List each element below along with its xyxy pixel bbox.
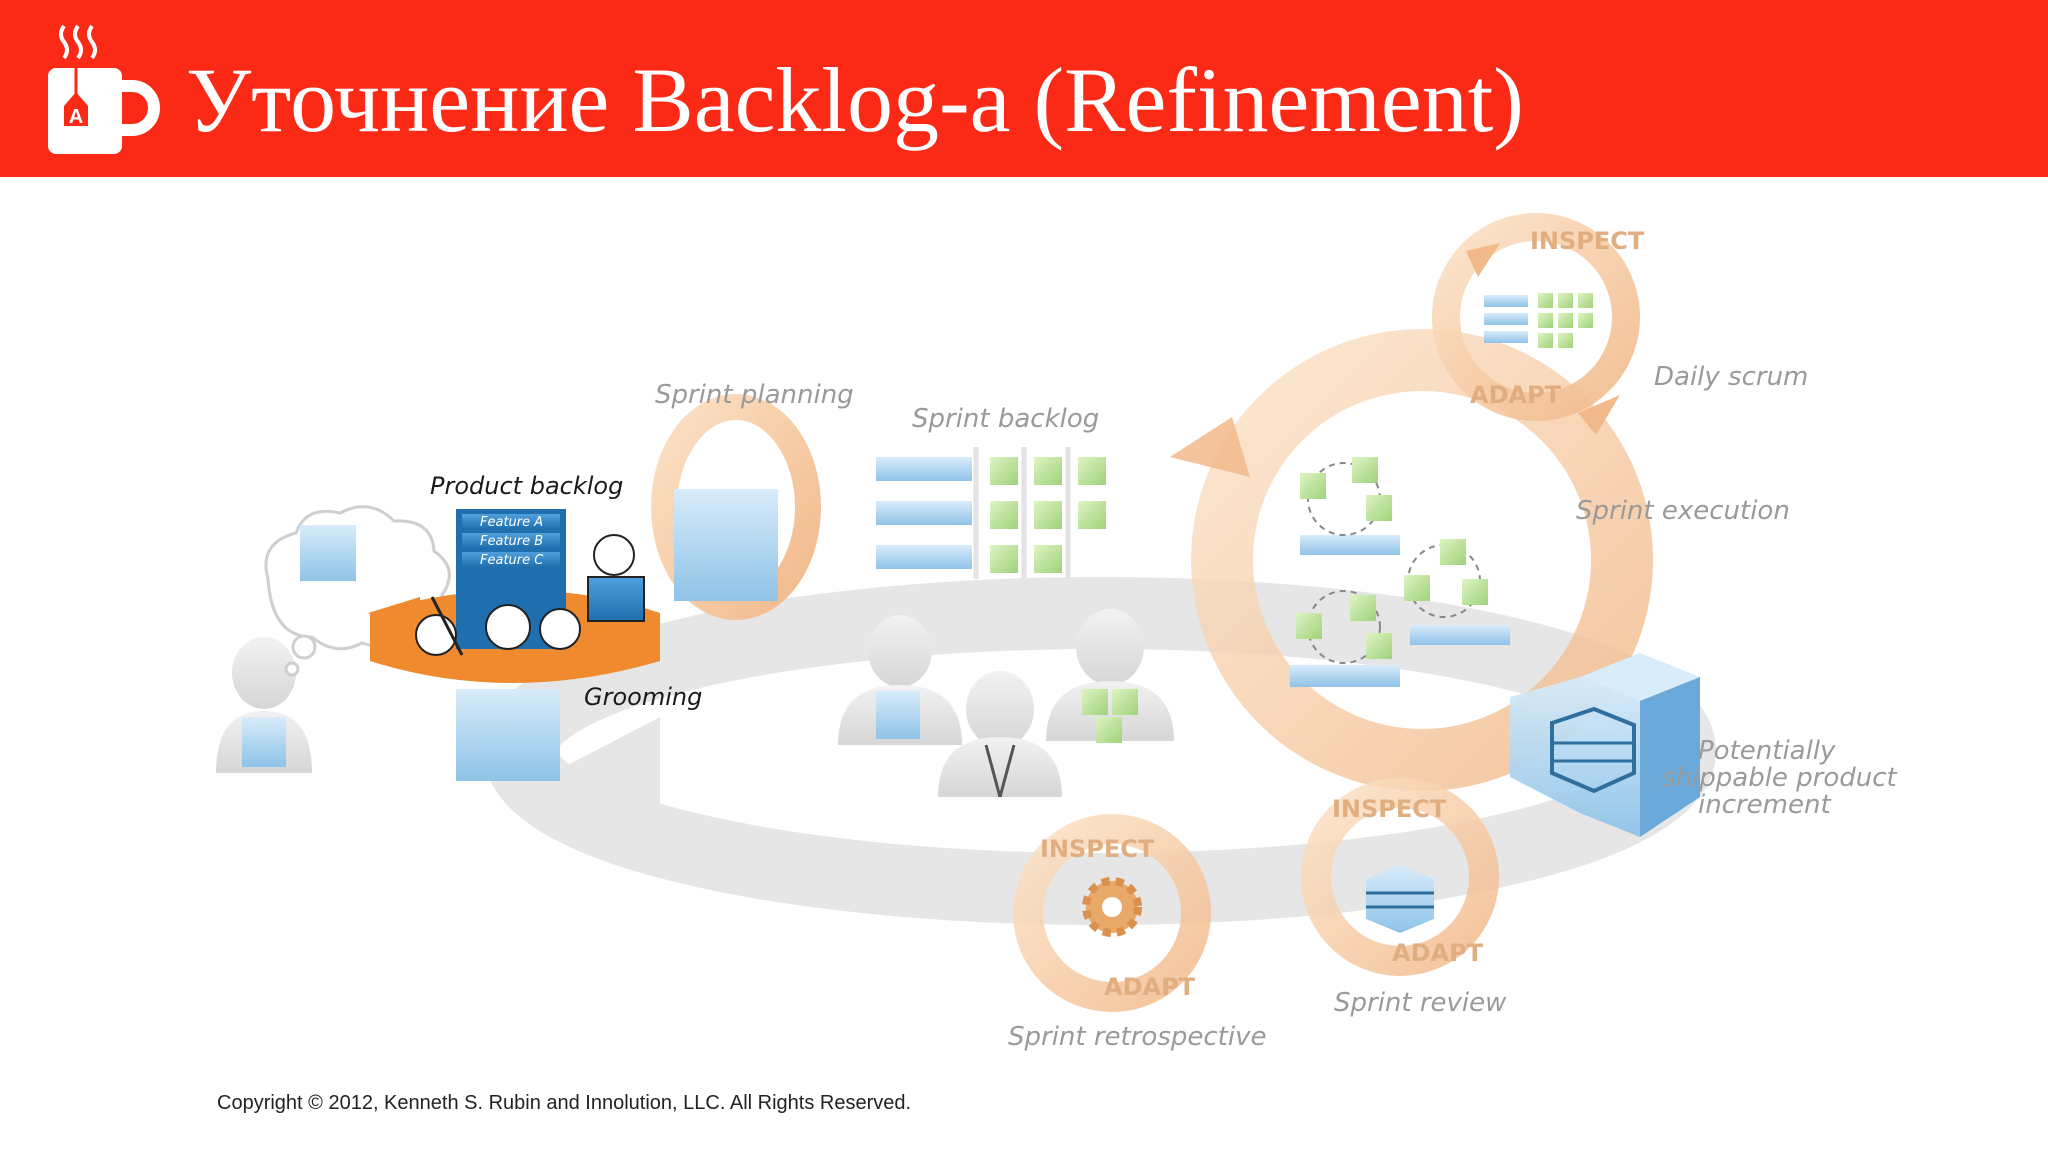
sprint-review-cycle: INSPECT ADAPT [1301,778,1499,976]
sprint-backlog-label: Sprint backlog [912,404,1099,434]
retrospective-adapt-label: ADAPT [1104,973,1196,1001]
copyright-notice: Copyright © 2012, Kenneth S. Rubin and I… [217,1092,912,1114]
product-backlog-label: Product backlog [430,472,623,500]
scrum-framework-diagram: Feature A Feature B Feature C Product ba… [216,213,1898,1052]
sprint-execution-cycle [1170,329,1653,791]
title-bar: A Уточнение Backlog-а (Refinement) [0,0,2048,177]
sprint-backlog-grid [876,447,1106,579]
sprint-planning-label: Sprint planning [655,380,854,410]
sprint-retrospective-cycle: INSPECT ADAPT [1013,814,1211,1012]
logo-letter: A [69,106,83,128]
sprint-review-adapt-label: ADAPT [1392,939,1484,967]
coffee-mug-icon: A [48,24,160,154]
increment-label-line1: Potentially [1698,736,1836,766]
product-backlog-stack: Feature A Feature B Feature C [368,509,660,781]
daily-scrum-label: Daily scrum [1654,362,1808,392]
sprint-execution-label: Sprint execution [1576,496,1790,526]
feature-b-label: Feature B [480,534,543,549]
page-title: Уточнение Backlog-а (Refinement) [186,49,1524,151]
feature-c-label: Feature C [480,553,544,568]
development-team-figures [838,609,1174,798]
feature-a-label: Feature A [480,515,543,530]
daily-scrum-adapt-label: ADAPT [1470,381,1562,409]
sprint-planning-cycle [651,394,821,620]
grooming-label: Grooming [584,683,702,711]
sprint-retrospective-label: Sprint retrospective [1008,1022,1266,1052]
sprint-review-label: Sprint review [1334,988,1507,1018]
increment-label-line3: increment [1698,790,1831,820]
daily-scrum-inspect-label: INSPECT [1530,227,1645,255]
retrospective-inspect-label: INSPECT [1040,835,1155,863]
sprint-review-inspect-label: INSPECT [1332,795,1447,823]
daily-scrum-cycle: INSPECT ADAPT [1432,213,1645,435]
increment-label-line2: shippable product [1662,763,1898,793]
increment-cube [1510,653,1700,837]
